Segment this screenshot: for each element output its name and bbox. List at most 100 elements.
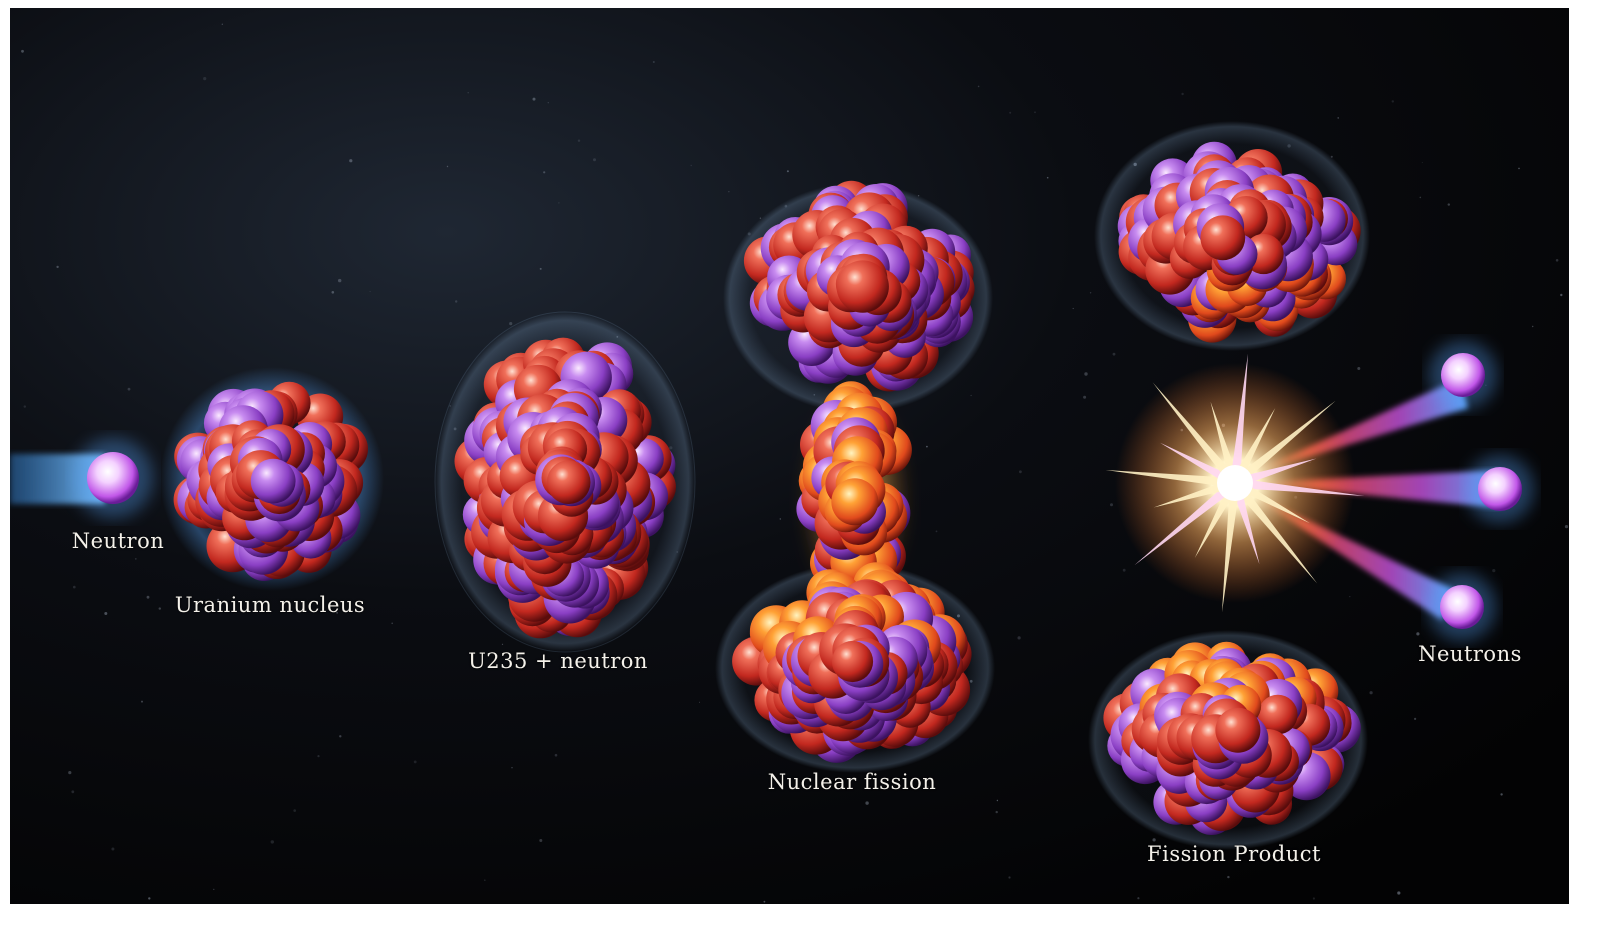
speckle [1420, 197, 1422, 199]
speckle [24, 405, 26, 407]
speckle [699, 702, 700, 703]
speckle [468, 92, 469, 93]
speckle [593, 158, 596, 161]
speckle [780, 518, 781, 519]
label-neutrons: Neutrons [1418, 642, 1522, 666]
speckle [1034, 111, 1036, 113]
speckle [447, 166, 448, 167]
emitted-neutron-3 [1440, 585, 1484, 629]
speckle [1113, 353, 1116, 356]
speckle [997, 800, 998, 801]
speckle [56, 266, 58, 268]
speckle [764, 901, 766, 903]
speckle [1018, 636, 1021, 639]
speckle [558, 202, 559, 203]
fission-product-top [1094, 121, 1370, 351]
speckle [1123, 569, 1126, 572]
speckle [511, 767, 512, 768]
speckle [338, 279, 341, 282]
speckle [1416, 632, 1419, 635]
speckle [548, 102, 549, 103]
speckle [540, 268, 542, 270]
speckle [543, 171, 545, 173]
speckle [159, 607, 161, 609]
speckle [978, 86, 980, 88]
speckle [1137, 897, 1139, 899]
emitted-neutron-1 [1441, 353, 1485, 397]
speckle [1181, 93, 1183, 95]
speckle [317, 755, 319, 757]
proton-sphere [831, 478, 878, 525]
speckle [787, 170, 789, 172]
speckle [936, 531, 938, 533]
proton-sphere [1215, 708, 1260, 753]
speckle [391, 623, 393, 625]
proton-sphere [837, 260, 889, 312]
speckle [370, 291, 371, 292]
speckle [1414, 718, 1416, 720]
speckle [222, 24, 223, 25]
speckle [414, 761, 417, 764]
speckle [135, 558, 137, 560]
speckle [1392, 100, 1394, 102]
label-neutron: Neutron [72, 529, 164, 553]
label-uranium-nucleus: Uranium nucleus [175, 593, 365, 617]
speckle [971, 395, 972, 396]
proton-sphere [1200, 215, 1245, 260]
speckle [293, 809, 296, 812]
speckle [1370, 691, 1373, 694]
label-fission-product: Fission Product [1147, 842, 1321, 866]
speckle [865, 801, 868, 804]
speckle [509, 322, 512, 325]
speckle [213, 889, 214, 890]
speckle [1110, 503, 1113, 506]
speckle [1073, 308, 1074, 309]
speckle [1492, 569, 1495, 572]
speckle [1448, 203, 1450, 205]
label-nuclear-fission: Nuclear fission [768, 770, 936, 794]
speckle [455, 300, 457, 302]
speckle [1019, 470, 1022, 473]
speckle [1337, 117, 1339, 119]
speckle [539, 839, 542, 842]
speckle [141, 701, 143, 703]
speckle [484, 879, 486, 881]
speckle [271, 840, 274, 843]
speckle [1084, 372, 1087, 375]
speckle [1357, 367, 1360, 370]
speckle [578, 140, 580, 142]
emitted-neutron-2 [1478, 467, 1522, 511]
speckle [1009, 112, 1011, 114]
speckle [339, 735, 341, 737]
speckle [502, 644, 503, 645]
label-u235-neutron: U235 + neutron [468, 649, 648, 673]
speckle [21, 50, 24, 53]
speckle [1008, 876, 1010, 878]
speckle [1422, 162, 1423, 163]
speckle [555, 754, 558, 757]
speckle [128, 388, 131, 391]
proton-sphere [547, 460, 591, 504]
proton-sphere [832, 641, 873, 682]
speckle [1349, 596, 1350, 597]
speckle [1397, 891, 1400, 894]
neutron-sphere [251, 459, 296, 504]
speckle [111, 848, 114, 851]
speckle [148, 897, 150, 899]
speckle [1556, 259, 1559, 262]
speckle [1565, 525, 1568, 528]
speckle [332, 291, 335, 294]
neutron-particle [87, 452, 139, 504]
speckle [1313, 897, 1315, 899]
speckle [1518, 168, 1520, 170]
speckle [73, 586, 76, 589]
speckle [1047, 177, 1049, 179]
speckle [996, 811, 998, 813]
speckle [203, 77, 206, 80]
u235-neutron-cluster [435, 312, 695, 652]
speckle [1090, 292, 1091, 293]
speckle [653, 61, 655, 63]
fission-product-bottom [1088, 630, 1368, 850]
speckle [1083, 396, 1086, 399]
fission-illustration: Neutron Uranium nucleus U235 + neutron N… [10, 8, 1569, 904]
